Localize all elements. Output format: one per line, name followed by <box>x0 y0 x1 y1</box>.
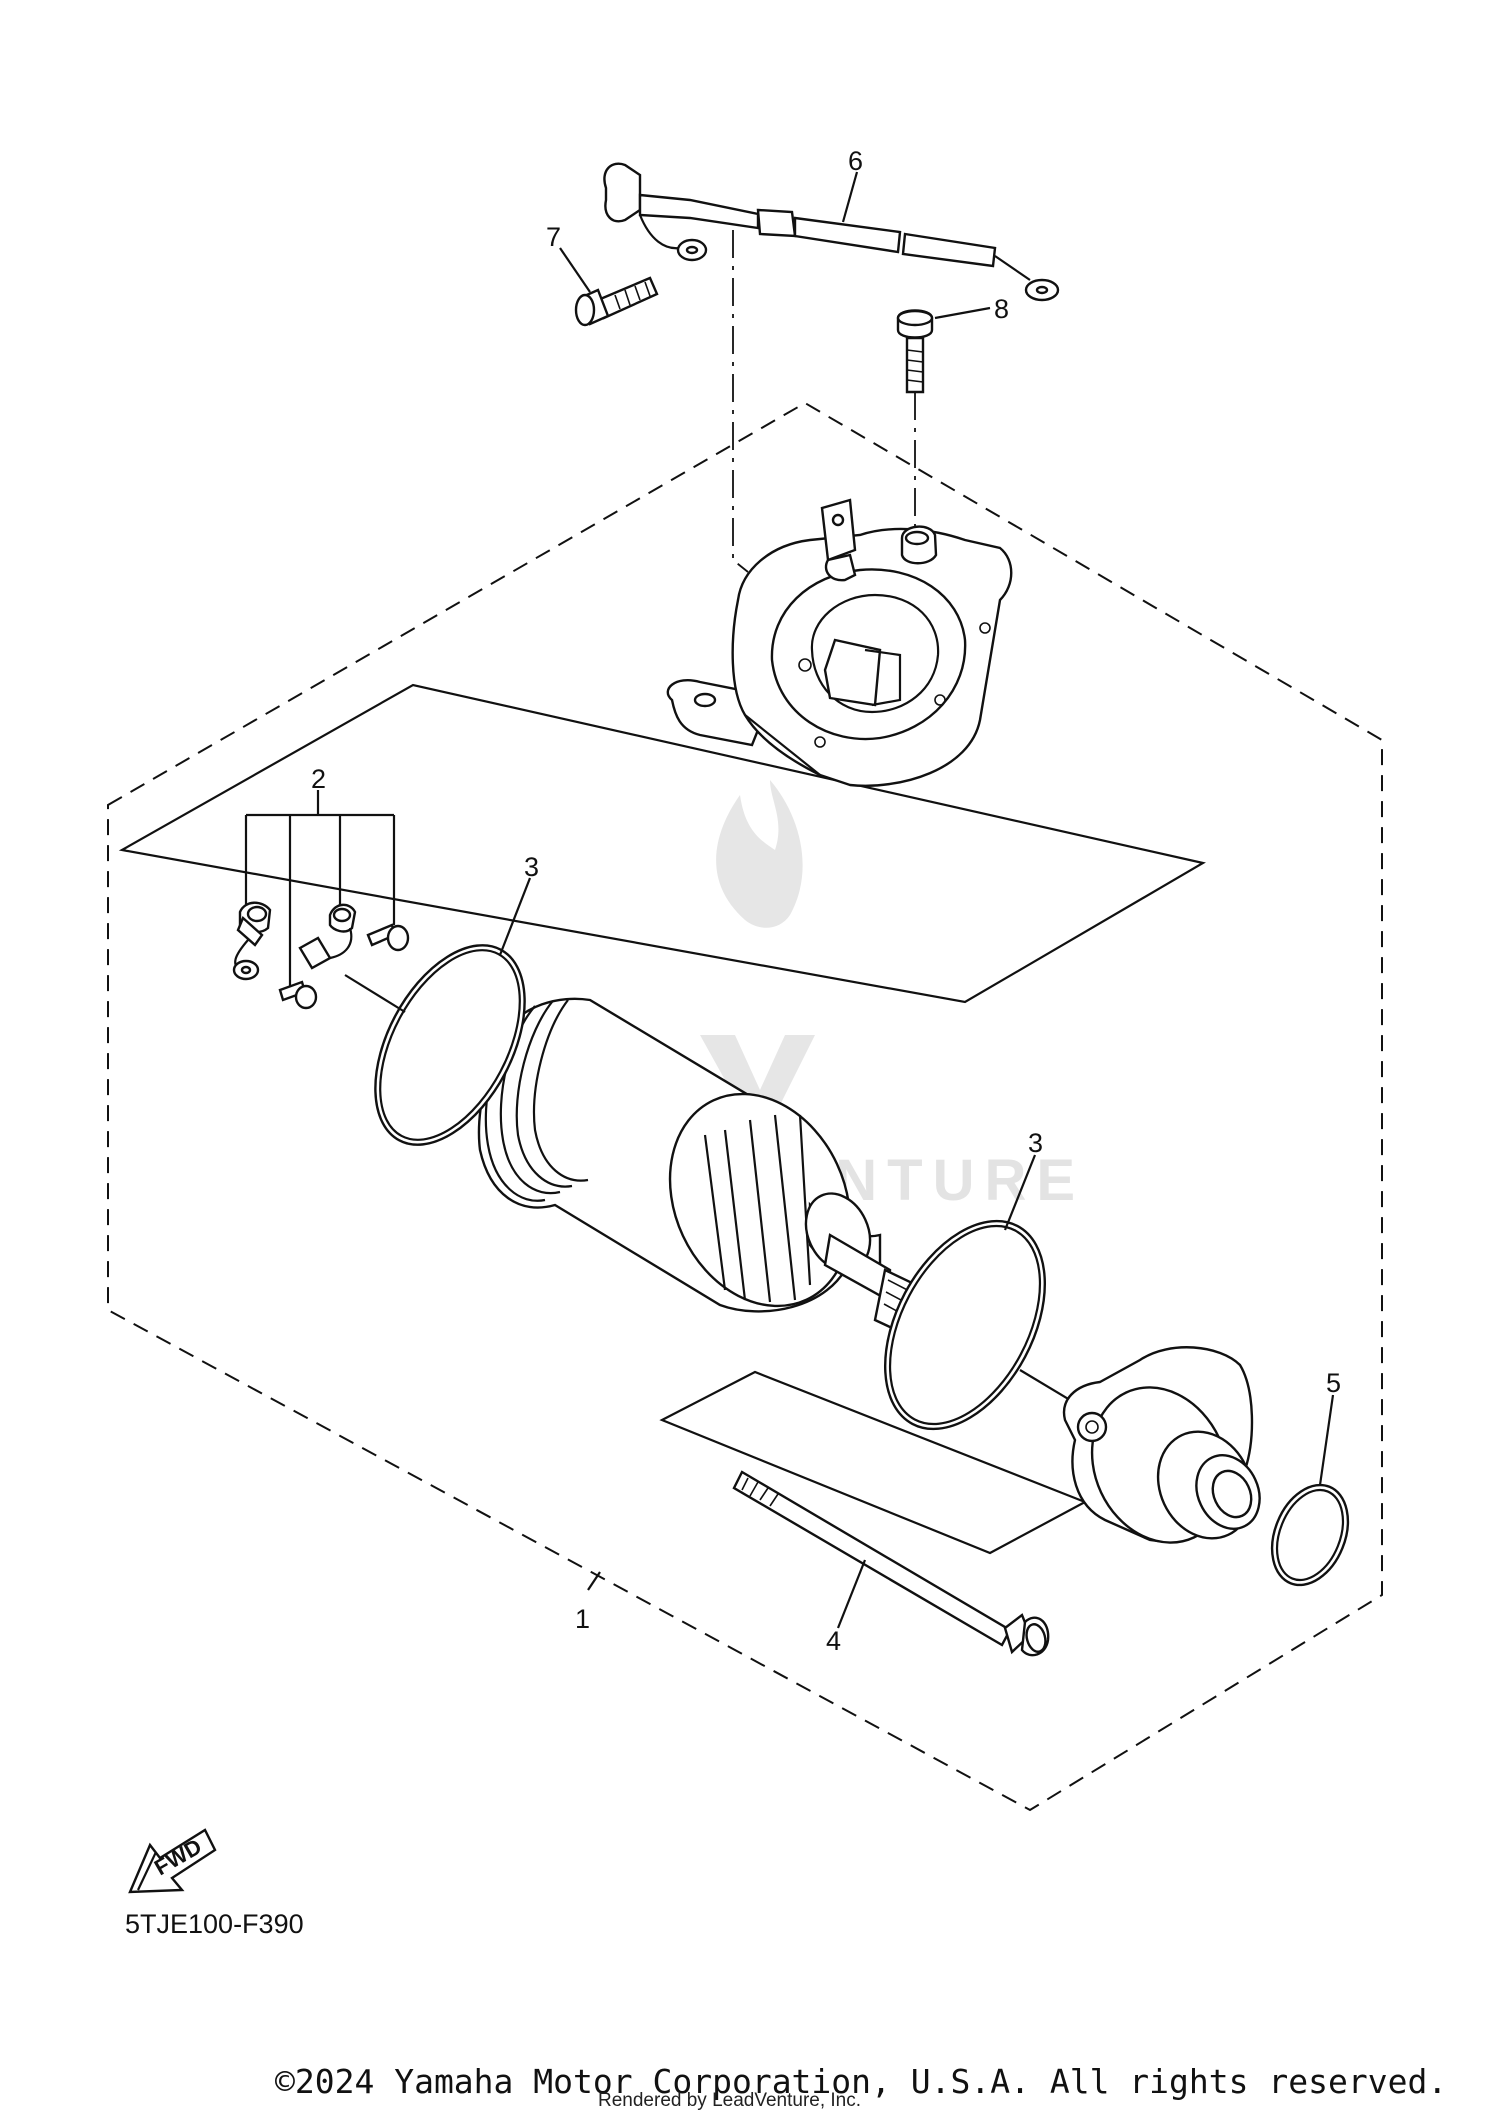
callout-1-leader <box>587 1571 601 1591</box>
part-7-bolt <box>574 276 659 327</box>
callout-5-leader <box>1318 1394 1335 1486</box>
rendered-by-notice: Rendered by LeadVenture, Inc. <box>598 2090 862 2111</box>
callout-3-lower-leader <box>1003 1154 1037 1231</box>
part-6-lead-wire <box>603 162 1060 302</box>
part-4-through-bolt <box>732 1470 1050 1657</box>
callout-4-leader <box>836 1559 867 1629</box>
flame-icon <box>716 780 803 928</box>
callout-1: 1 <box>575 1604 590 1634</box>
callout-3-upper: 3 <box>524 852 539 882</box>
front-cover-plane <box>118 683 1206 1004</box>
front-cover <box>666 498 1013 787</box>
leader-brush <box>344 974 406 1013</box>
callout-7-leader <box>559 247 591 293</box>
callout-8: 8 <box>994 294 1009 324</box>
callout-2: 2 <box>311 764 326 794</box>
leadventure-logo-icon <box>700 1035 815 1125</box>
diagram-code: 5TJE100-F390 <box>125 1909 304 1939</box>
leader-rear-cover <box>1019 1369 1071 1401</box>
callout-3-lower: 3 <box>1028 1128 1043 1158</box>
callout-3-upper-leader <box>498 877 532 956</box>
callout-6: 6 <box>848 146 863 176</box>
part-2-brush-set <box>232 790 410 1010</box>
part-5-o-ring <box>1270 1483 1350 1587</box>
rear-cover-plane <box>659 1370 1088 1555</box>
leader-part-6 <box>732 230 749 573</box>
assembly-boundary <box>107 401 1383 1812</box>
rear-cover <box>1062 1346 1261 1544</box>
part-8-bolt <box>896 309 934 394</box>
copyright-notice: ©2024 Yamaha Motor Corporation, U.S.A. A… <box>275 2062 1448 2101</box>
part-3-o-ring-lower <box>883 1219 1047 1431</box>
callout-8-leader <box>934 306 991 320</box>
callout-6-leader <box>841 171 859 223</box>
callout-7: 7 <box>546 222 561 252</box>
part-3-o-ring-upper <box>374 944 526 1146</box>
fwd-arrow-icon: FWD <box>128 1828 217 1894</box>
callout-4: 4 <box>826 1626 841 1656</box>
callout-5: 5 <box>1326 1368 1341 1398</box>
